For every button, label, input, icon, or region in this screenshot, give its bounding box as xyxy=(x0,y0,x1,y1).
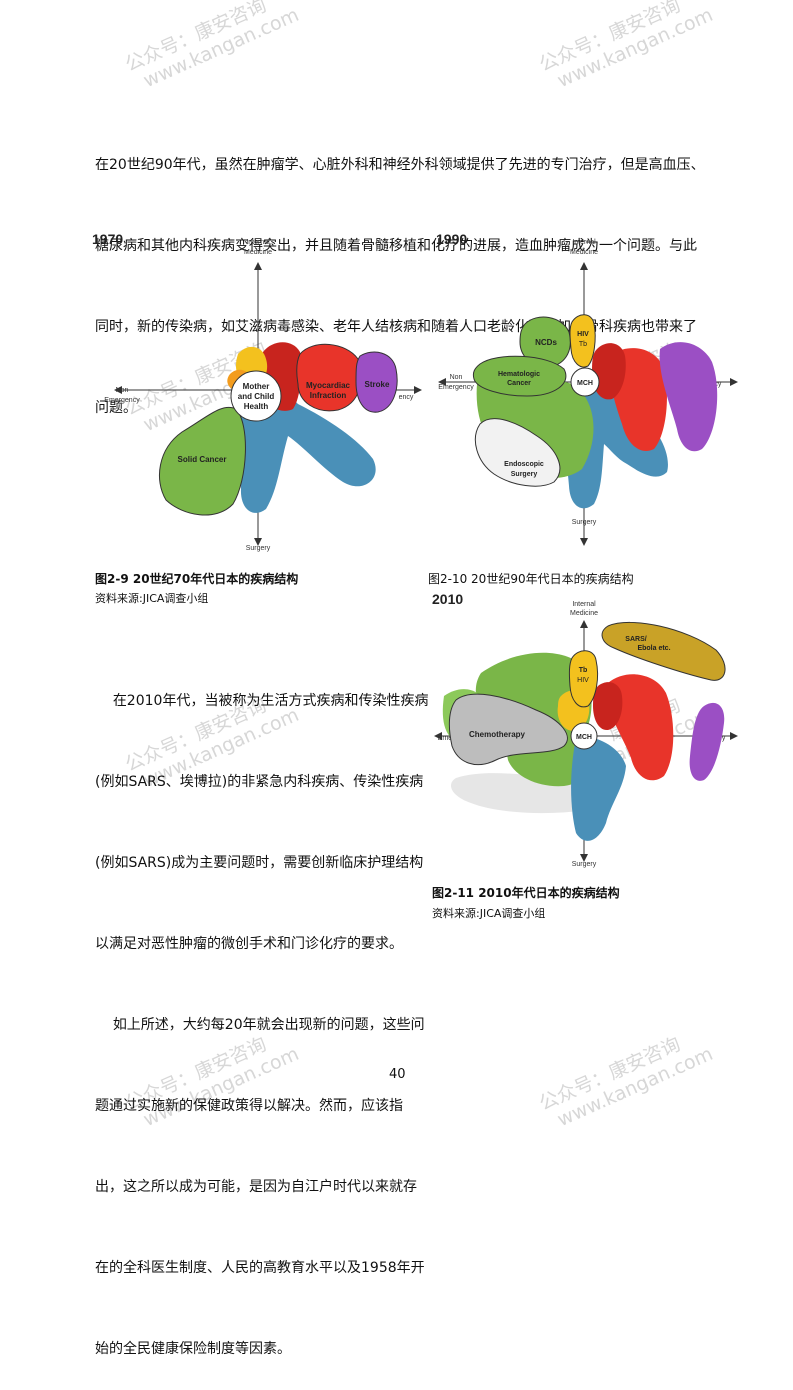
blob-mch xyxy=(230,370,282,422)
watermark: 公众号：康安咨询 www.kangan.com xyxy=(122,0,302,96)
axis-bottom-label: Surgery xyxy=(246,545,271,552)
blob-mch xyxy=(570,367,600,397)
axis-left-label: Non xyxy=(450,374,463,381)
label-chemo: Chemotherapy xyxy=(469,730,526,739)
axis-top-label: Medicine xyxy=(570,249,598,256)
label-hematologic: Cancer xyxy=(507,380,531,387)
label-endoscopic: Endoscopic xyxy=(504,461,544,468)
label-tb: Tb xyxy=(579,667,588,674)
watermark: 公众号：康安咨询 www.kangan.com xyxy=(536,0,716,96)
blob-green-solid-cancer xyxy=(159,406,246,516)
blob-tb-hiv xyxy=(568,650,599,708)
figure-1990: 1990 Internal Medicine Non Emergency enc… xyxy=(436,231,738,546)
blob-chemo xyxy=(448,693,568,765)
axis-top-label: Internal xyxy=(246,239,270,246)
body-line: 在2010年代，当被称为生活方式疾病和传染性疾病 xyxy=(95,693,429,709)
label-stroke: Stroke xyxy=(365,380,390,389)
body-line: (例如SARS、埃博拉)的非紧急内科疾病、传染性疾病 xyxy=(95,774,424,790)
caption-1990: 图2-10 20世纪90年代日本的疾病结构 xyxy=(428,572,634,586)
watermark-line-2: www.kangan.com xyxy=(554,3,717,93)
source-2010: 资料来源:JICA调查小组 xyxy=(432,907,546,920)
label-mch: Health xyxy=(244,402,269,411)
blob-purple xyxy=(689,702,725,781)
blob-red-myocardiac xyxy=(296,343,362,412)
label-myocardiac: Myocardiac xyxy=(306,381,351,390)
intro-line: 在20世纪90年代，虽然在肿瘤学、心脏外科和神经外科领域提供了先进的专门治疗，但… xyxy=(95,157,705,173)
blob-blue-surgery xyxy=(236,388,376,513)
body-line: (例如SARS)成为主要问题时，需要创新临床护理结构 xyxy=(95,855,424,871)
blob-sars xyxy=(601,621,726,681)
axis-top-label: Internal xyxy=(572,239,596,246)
figure-year: 2010 xyxy=(432,591,463,607)
blob-purple xyxy=(659,342,718,452)
caption-2010: 图2-11 2010年代日本的疾病结构 xyxy=(432,886,620,900)
figure-2010: 2010 Internal Medicine Emerg ency Surger… xyxy=(432,591,738,868)
source-1970: 资料来源:JICA调查小组 xyxy=(95,592,209,605)
axis-bottom-label: Surgery xyxy=(572,861,597,868)
figure-year: 1970 xyxy=(92,231,123,247)
axis-top-label: Medicine xyxy=(570,610,598,617)
axis-left-label: Emergency xyxy=(438,384,474,391)
label-mch: MCH xyxy=(576,734,592,741)
axis-left-label: Non xyxy=(116,387,129,394)
watermark-line-1: 公众号：康安咨询 xyxy=(536,1033,684,1116)
blob-darkred xyxy=(593,682,623,731)
blob-purple-stroke xyxy=(355,351,398,413)
axis-right-label: ency xyxy=(399,394,414,401)
caption-1970: 图2-9 20世纪70年代日本的疾病结构 xyxy=(95,572,299,586)
watermark-line-2: www.kangan.com xyxy=(554,1042,717,1132)
label-hiv: HIV xyxy=(577,677,589,684)
label-mch: MCH xyxy=(577,380,593,387)
label-sars: SARS/ xyxy=(625,636,646,643)
label-tb: Tb xyxy=(579,341,587,348)
axis-top-label: Internal xyxy=(572,601,596,608)
body-line: 以满足对恶性肿瘤的微创手术和门诊化疗的要求。 xyxy=(95,936,403,952)
label-mch: and Child xyxy=(238,392,275,401)
watermark-line-1: 公众号：康安咨询 xyxy=(536,0,684,77)
watermark-line-2: www.kangan.com xyxy=(140,3,303,93)
axis-bottom-label: Surgery xyxy=(572,519,597,526)
blob-endoscopic xyxy=(475,418,561,487)
blob-blue xyxy=(571,737,626,841)
label-ncds: NCDs xyxy=(535,338,557,347)
label-mch: Mother xyxy=(243,382,270,391)
watermark: 公众号：康安咨询 www.kangan.com xyxy=(536,1023,716,1135)
blob-mch xyxy=(570,722,598,750)
body-line: 在的全科医生制度、人民的高教育水平以及1958年开 xyxy=(95,1260,425,1276)
intro-line: 问题。 xyxy=(95,400,137,416)
blob-hiv-tb xyxy=(569,314,596,368)
label-sars: Ebola etc. xyxy=(637,645,670,652)
axis-left-label: Emergency xyxy=(104,397,140,404)
body-paragraph: 在2010年代，当被称为生活方式疾病和传染性疾病 (例如SARS、埃博拉)的非紧… xyxy=(95,634,435,1390)
body-line: 题通过实施新的保健政策得以解决。然而，应该指 xyxy=(95,1098,403,1114)
label-myocardiac: Infraction xyxy=(310,391,347,400)
body-line: 始的全民健康保险制度等因素。 xyxy=(95,1341,291,1357)
page-number: 40 xyxy=(389,1067,406,1082)
body-line: 如上所述，大约每20年就会出现新的问题，这些问 xyxy=(95,1017,425,1033)
axis-top-label: Medicine xyxy=(244,249,272,256)
watermark-line-1: 公众号：康安咨询 xyxy=(122,0,270,77)
intro-line: 糖尿病和其他内科疾病变得突出，并且随着骨髓移植和化疗的进展，造血肿瘤成为一个问题… xyxy=(95,238,697,254)
label-hiv: HIV xyxy=(577,331,589,338)
blob-darkred xyxy=(592,343,626,400)
figure-year: 1990 xyxy=(436,231,467,247)
label-endoscopic: Surgery xyxy=(511,471,538,478)
blob-hematologic xyxy=(472,355,567,397)
body-line: 出，这之所以成为可能，是因为自江户时代以来就存 xyxy=(95,1179,417,1195)
label-solid-cancer: Solid Cancer xyxy=(178,455,227,464)
figure-1970: 1970 Internal Medicine Non Emergency enc… xyxy=(92,231,422,552)
label-hematologic: Hematologic xyxy=(498,371,540,378)
axis-left-label: Emerg xyxy=(438,735,459,742)
blob-red xyxy=(606,674,674,781)
